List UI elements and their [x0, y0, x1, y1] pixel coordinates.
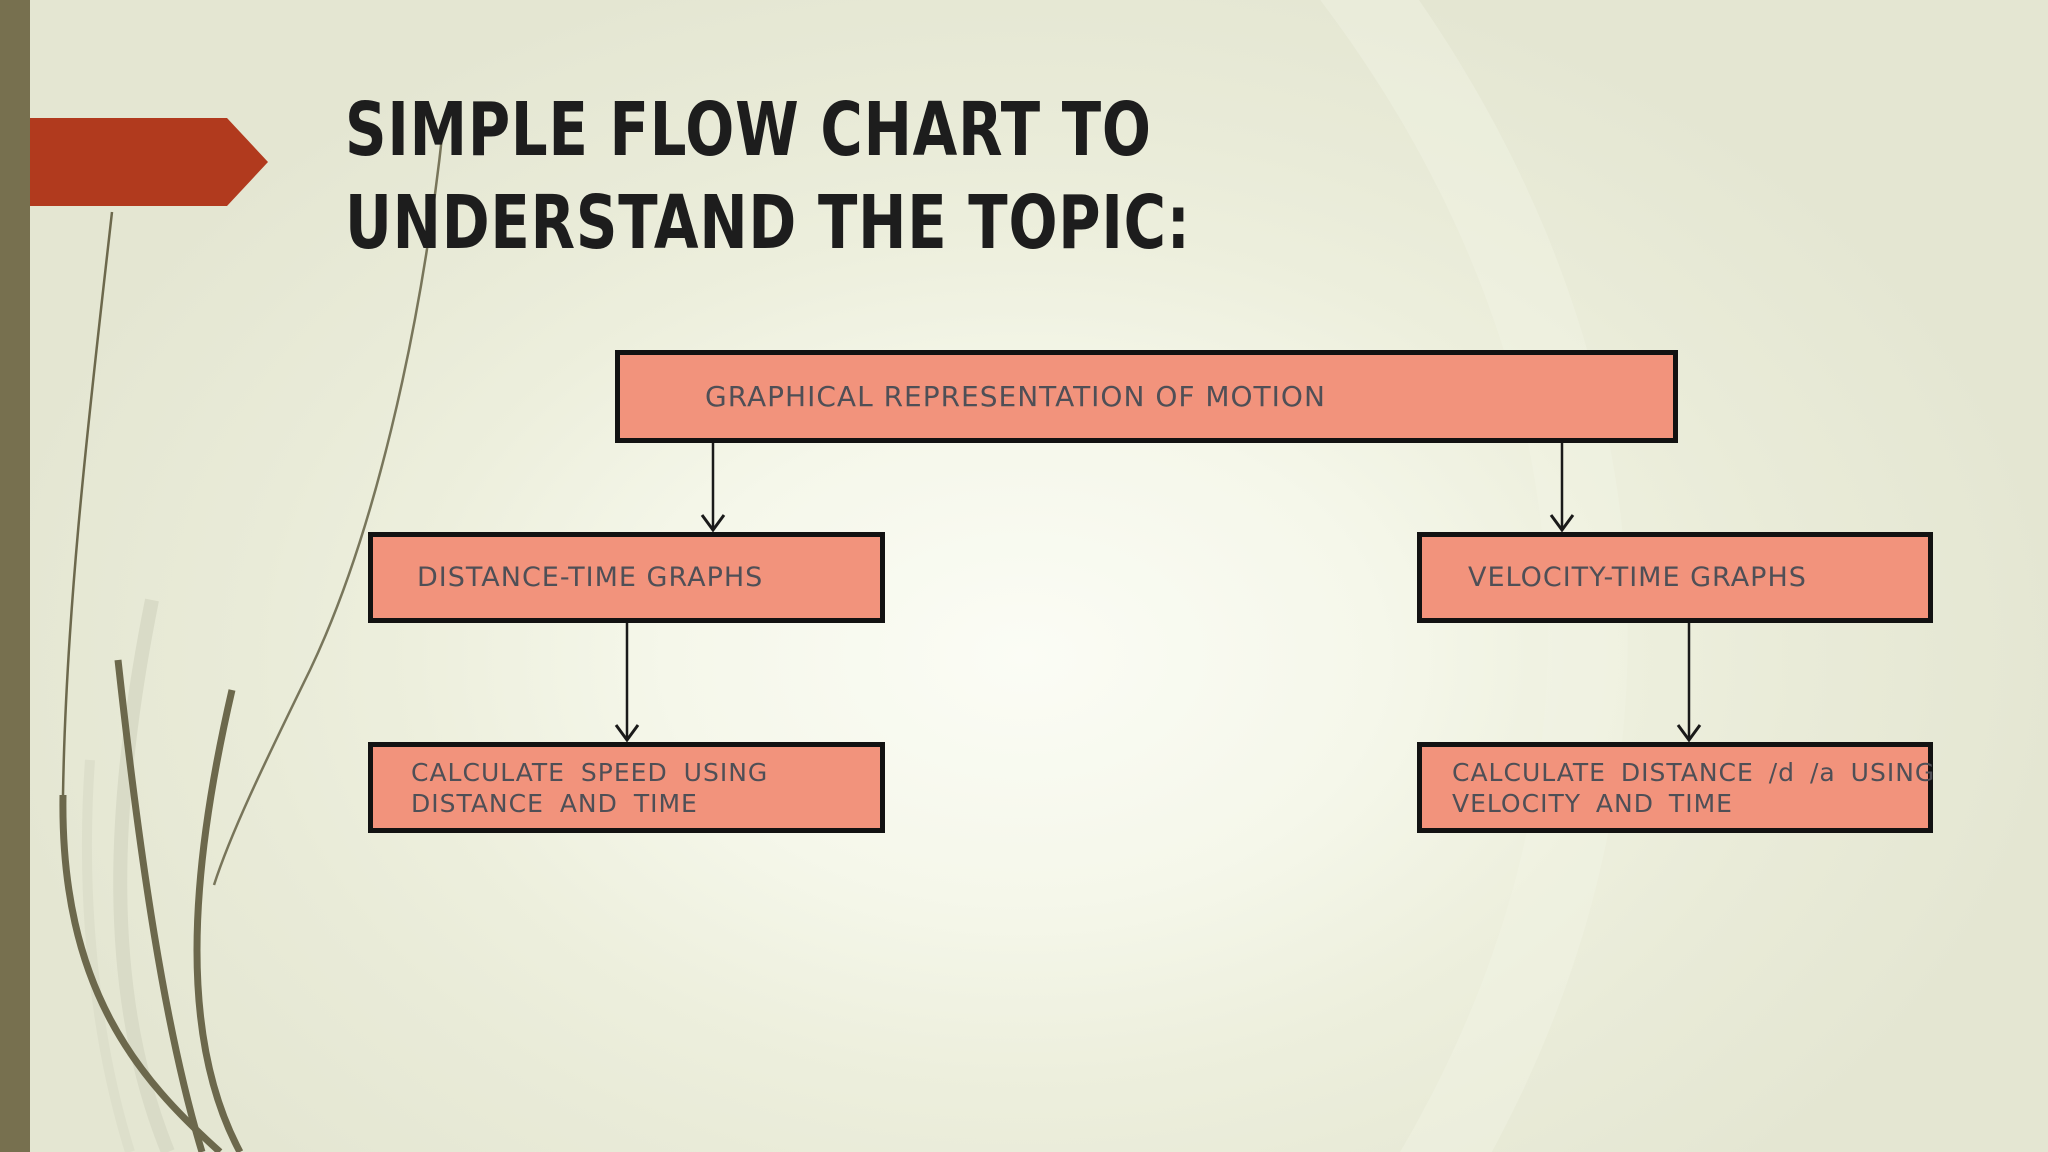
thin-curve — [61, 211, 114, 796]
light-curve — [81, 759, 135, 1152]
dark-curve — [193, 689, 244, 1152]
connector-distance-to-speed — [614, 623, 640, 743]
left-stripe-decoration — [0, 0, 30, 1152]
flowchart-box-calculate-distance: CALCULATE DISTANCE /d /a USING VELOCITY … — [1417, 742, 1936, 833]
connector-velocity-to-calcdist — [1676, 623, 1702, 743]
flowchart-box-velocity-time-label: VELOCITY-TIME GRAPHS — [1468, 562, 1807, 593]
flowchart-box-root: GRAPHICAL REPRESENTATION OF MOTION — [615, 350, 1678, 443]
slide-title: SIMPLE FLOW CHART TO UNDERSTAND THE TOPI… — [345, 84, 1191, 270]
slide-title-line1: SIMPLE FLOW CHART TO — [345, 87, 1152, 173]
flowchart-box-calculate-speed: CALCULATE SPEED USING DISTANCE AND TIME — [368, 742, 885, 833]
dark-curve — [59, 794, 223, 1152]
light-curve — [113, 598, 175, 1152]
flowchart-box-calculate-distance-line2: VELOCITY AND TIME — [1452, 788, 1733, 818]
flowchart-box-calculate-distance-line1: CALCULATE DISTANCE /d /a USING — [1452, 757, 1936, 787]
flowchart-box-distance-time: DISTANCE-TIME GRAPHS — [368, 532, 885, 623]
connector-root-to-velocity — [1549, 443, 1575, 533]
flowchart-box-calculate-speed-line2: DISTANCE AND TIME — [411, 788, 698, 818]
dark-curve — [114, 659, 206, 1152]
flowchart-box-root-label: GRAPHICAL REPRESENTATION OF MOTION — [705, 380, 1326, 413]
red-arrow-banner — [0, 118, 268, 206]
connector-root-to-distance — [700, 443, 726, 533]
flowchart-box-calculate-speed-line1: CALCULATE SPEED USING — [411, 757, 769, 787]
thin-curve — [212, 127, 445, 886]
flowchart-box-distance-time-label: DISTANCE-TIME GRAPHS — [417, 562, 764, 593]
flowchart-box-velocity-time: VELOCITY-TIME GRAPHS — [1417, 532, 1933, 623]
slide-title-line2: UNDERSTAND THE TOPIC: — [345, 180, 1191, 266]
